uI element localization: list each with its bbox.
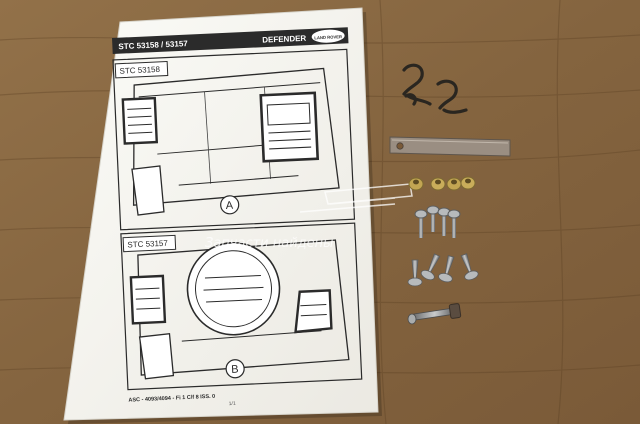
diagram-b-letter: B [231,364,239,376]
diagram-b: STC 53157 [120,222,363,391]
watermark-text: Запчасти найдены [205,236,333,251]
brass-nut [460,176,476,190]
screw [420,253,441,281]
diagram-a-letter: A [225,200,234,212]
screw [414,209,428,238]
land-rover-logo [310,28,346,44]
brand-name: DEFENDER [262,34,307,45]
lamp-guard-b-right [294,289,333,334]
lamp-guard-right [259,91,320,163]
brass-nut [408,177,424,191]
diagram-a-code: STC 53158 [119,65,160,76]
spring-clip [436,79,468,114]
logo-text: LAND ROVER [314,34,342,40]
watermark: Запчасти найдены [205,183,413,251]
screw [438,255,455,283]
screw [407,259,423,287]
screw [447,209,461,238]
sheet-page: 1/1 [229,401,236,407]
brass-nut [446,177,462,191]
part-numbers: STC 53158 / 53157 [118,39,188,51]
diagram-a: STC 53158 [112,48,356,231]
sheet-header-bar [111,27,349,54]
screw [460,253,479,281]
long-bolt [407,303,462,325]
flat-bar [389,136,511,157]
sheet-footer: ASC - 4093/4094 - Fi 1 C/f 8 ISS. 0 [128,394,215,404]
spring-clip [404,93,417,106]
self-tapping-screws [407,253,479,287]
brass-nut [430,177,446,191]
lamp-guard-left [121,96,159,145]
diagram-b-code: STC 53157 [127,239,168,250]
spring-clips [402,63,468,114]
short-screws [414,205,461,238]
brass-nuts [408,176,476,191]
instruction-sheet: STC 53158 / 53157 DEFENDER LAND ROVER ST… [63,7,382,424]
spring-clip [402,63,432,106]
